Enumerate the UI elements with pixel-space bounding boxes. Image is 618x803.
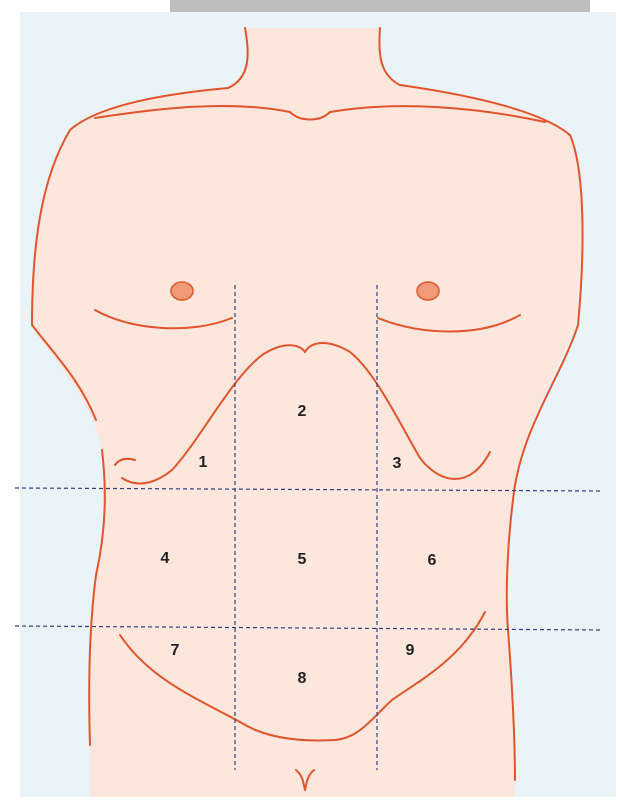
region-6-label: 6 <box>428 552 437 569</box>
region-4-label: 4 <box>161 550 170 567</box>
left-nipple <box>171 282 193 300</box>
region-7-label: 7 <box>171 642 180 659</box>
region-5-label: 5 <box>298 551 307 568</box>
right-nipple <box>417 282 439 300</box>
region-1-label: 1 <box>199 454 208 471</box>
region-3-label: 3 <box>393 455 402 472</box>
region-8-label: 8 <box>298 670 307 687</box>
region-2-label: 2 <box>298 403 307 420</box>
region-9-label: 9 <box>406 642 415 659</box>
torso-skin <box>32 28 582 797</box>
top-scan-bar <box>170 0 590 12</box>
